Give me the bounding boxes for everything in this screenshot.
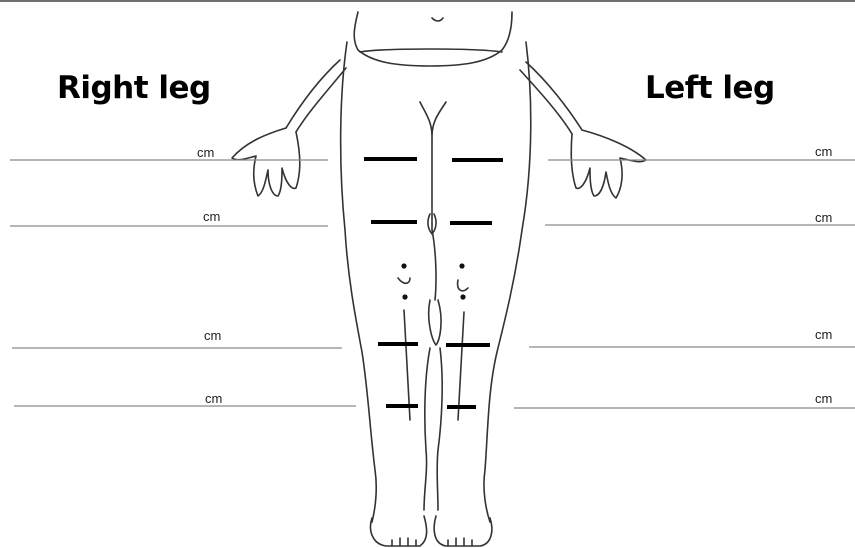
torso-outline [354, 12, 512, 66]
left-leg-outer-contour [484, 42, 531, 522]
right-toes [392, 538, 416, 546]
right-leg-unit-4: cm [205, 391, 222, 406]
inner-knee-left-shape [429, 300, 441, 345]
left-arm-inner [520, 70, 572, 134]
right-knee-dot-lower [402, 294, 407, 299]
left-knee-dot-upper [459, 263, 464, 268]
right-leg-outer-contour [341, 42, 377, 522]
navel [432, 18, 443, 21]
left-leg-unit-4: cm [815, 391, 832, 406]
right-arm-outer [286, 60, 340, 128]
left-knee-dot-lower [460, 294, 465, 299]
right-foot [371, 516, 427, 546]
right-leg-heading: Right leg [57, 70, 211, 106]
left-arm-outer [526, 62, 582, 130]
left-leg-unit-1: cm [815, 144, 832, 159]
left-leg-heading: Left leg [645, 70, 775, 106]
left-leg-unit-3: cm [815, 327, 832, 342]
left-toes [448, 538, 472, 546]
right-shin-line [404, 310, 410, 420]
right-leg-unit-1: cm [197, 145, 214, 160]
right-leg-unit-2: cm [203, 209, 220, 224]
inner-calf-line-right [424, 348, 430, 510]
right-knee-curve [398, 278, 410, 283]
waist-line [360, 49, 502, 52]
left-knee-curve [458, 280, 468, 291]
left-shin-line [458, 312, 464, 420]
inner-calf-line-left [437, 348, 442, 510]
left-hand [571, 130, 646, 198]
right-leg-unit-3: cm [204, 328, 221, 343]
left-leg-unit-2: cm [815, 210, 832, 225]
left-foot [434, 516, 492, 546]
right-hand [232, 128, 300, 196]
crotch-outline [420, 102, 446, 136]
right-knee-dot-upper [401, 263, 406, 268]
right-arm-inner [296, 68, 346, 132]
